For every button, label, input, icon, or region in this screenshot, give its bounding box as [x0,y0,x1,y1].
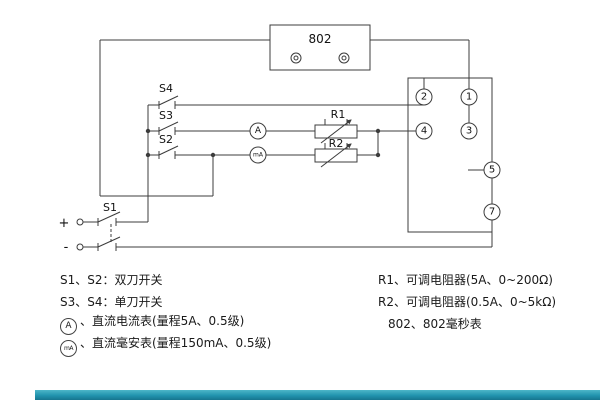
terminal-1: 1 [460,88,478,106]
switch-s2: S2 [158,133,179,159]
switch-s1: S1 [97,201,121,251]
legend-milliammeter: 、直流毫安表(量程150mA、0.5级) [80,336,272,350]
window-edge-bar [35,390,600,400]
resistor-r2: R2 [314,137,358,168]
ammeter-label: A [255,126,262,136]
ammeter-symbol-icon: A [60,318,77,335]
timer-terminal-right [338,52,350,64]
legend-row-1: S1、S2：双刀开关 R1、可调电阻器(5A、0~200Ω) [60,268,600,290]
junction-dots [145,128,381,158]
legend-s1-s2: S1、S2：双刀开关 [60,272,163,287]
switch-s1-label: S1 [103,201,117,214]
legend-row-3: A、直流电流表(量程5A、0.5级) 802、802毫秒表 [60,312,600,335]
legend-row-2: S3、S4：单刀开关 R2、可调电阻器(0.5A、0~5kΩ) [60,290,600,312]
circuit-diagram: 802 S4 S3 S2 [59,24,501,255]
terminal-3-label: 3 [466,126,472,137]
terminal-7-label: 7 [489,207,495,218]
terminal-7: 7 [483,203,501,221]
legend-ammeter: 、直流电流表(量程5A、0.5级) [80,314,245,328]
legend-802: 802、802毫秒表 [388,317,482,331]
relay-terminal-box [407,77,493,233]
plus-terminal [76,218,84,226]
timer-802-box: 802 [269,24,371,71]
resistor-r2-label: R2 [329,137,344,150]
plus-terminal-label: + [59,216,70,231]
terminal-1-label: 1 [466,92,472,103]
terminal-4: 4 [415,122,433,140]
ammeter: A [249,122,267,140]
terminal-4-label: 4 [421,126,427,137]
minus-terminal [76,243,84,251]
milliammeter-label: mA [253,152,264,159]
circuit-wires [83,39,493,248]
resistor-r1: R1 [314,108,358,144]
legend-r2: R2、可调电阻器(0.5A、0~5kΩ) [378,294,557,309]
dc-source-terminals: + - [59,216,84,255]
switch-s3-label: S3 [159,109,173,122]
terminal-3: 3 [460,122,478,140]
legend-r1: R1、可调电阻器(5A、0~200Ω) [378,272,553,287]
milliammeter-symbol-icon: mA [60,340,77,357]
switch-s4: S4 [158,82,179,109]
legend-row-4: mA、直流毫安表(量程150mA、0.5级) [60,334,600,357]
terminal-5: 5 [483,161,501,179]
legend-s3-s4: S3、S4：单刀开关 [60,294,163,309]
switch-s3: S3 [158,109,179,135]
milliammeter: mA [249,146,267,164]
switch-s2-label: S2 [159,133,173,146]
legend: S1、S2：双刀开关 R1、可调电阻器(5A、0~200Ω) S3、S4：单刀开… [0,268,600,357]
timer-terminal-left [290,52,302,64]
resistor-r1-label: R1 [331,108,346,121]
switch-s4-label: S4 [159,82,173,95]
terminal-2-label: 2 [421,92,427,103]
terminal-5-label: 5 [489,165,495,176]
timer-802-label: 802 [309,32,332,46]
terminal-2: 2 [415,88,433,106]
minus-terminal-label: - [64,240,69,255]
